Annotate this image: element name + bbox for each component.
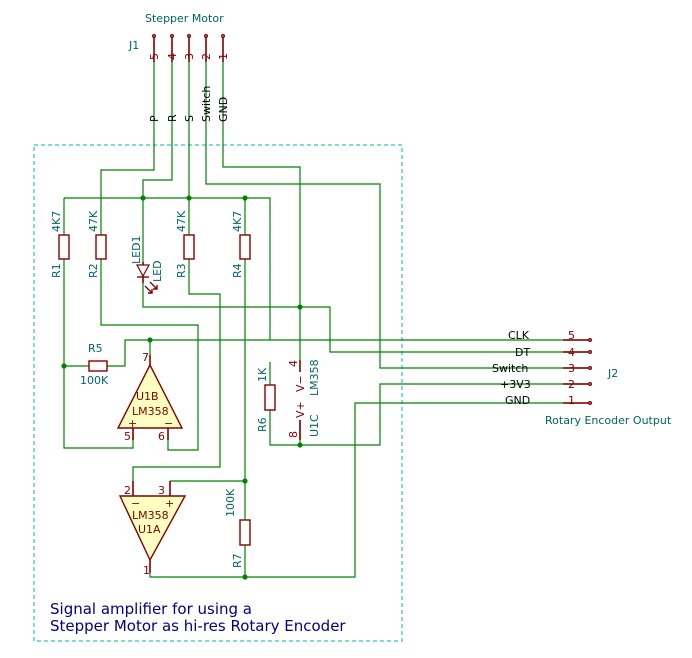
resistor-r3: R3 47K xyxy=(175,210,195,278)
j1-pin-label-p: P xyxy=(148,115,161,122)
r5-value: 100K xyxy=(80,374,109,387)
j2-pin-label-switch: Switch xyxy=(492,362,528,375)
led-diode: LED1 LED xyxy=(130,235,164,294)
j1-pin-label-s: S xyxy=(183,115,196,122)
r2-value: 47K xyxy=(87,210,100,232)
u1c-vplus-label: V+ xyxy=(294,401,307,418)
u1c-pin-8: 8 xyxy=(287,431,300,438)
u1c-vminus-label: V− xyxy=(294,375,307,392)
j1-pin-number-2: 2 xyxy=(200,53,213,60)
resistor-r1: R1 4K7 xyxy=(50,211,70,278)
j1-ref: J1 xyxy=(128,39,139,52)
r5-ref: R5 xyxy=(88,342,103,355)
j2-pin-label-gnd: GND xyxy=(505,394,530,407)
u1a-plus-sign: + xyxy=(165,497,174,510)
u1a-value: LM358 xyxy=(132,509,169,522)
r1-ref: R1 xyxy=(50,263,63,278)
resistor-r6: R6 1K xyxy=(256,367,276,432)
j1-pin-label-switch: Switch xyxy=(200,86,213,122)
r4-value: 4K7 xyxy=(231,211,244,232)
r4-ref: R4 xyxy=(231,263,244,278)
r3-value: 47K xyxy=(175,210,188,232)
u1a-pin-3: 3 xyxy=(158,484,165,497)
j2-pin-label-clk: CLK xyxy=(508,329,530,342)
circuit-outline-box xyxy=(33,144,403,642)
r3-ref: R3 xyxy=(175,263,188,278)
j2-ref: J2 xyxy=(607,367,618,380)
j2-pin-number-3: 3 xyxy=(568,362,575,375)
r7-ref: R7 xyxy=(231,553,244,568)
u1a-ref: U1A xyxy=(138,523,161,536)
u1b-minus-sign: − xyxy=(164,417,173,430)
connector-j2: CLK DT Switch +3V3 GND 5 4 3 2 1 J2 Rota… xyxy=(492,329,672,427)
connector-j1: Stepper Motor J1 5 4 3 2 1 P R S Switch … xyxy=(128,12,230,122)
opamp-u1c-power: 4 V− V+ 8 LM358 U1C xyxy=(287,359,321,440)
wires xyxy=(63,62,590,578)
resistor-r7: R7 100K xyxy=(224,488,251,568)
opamp-u1b: U1B LM358 + − 7 5 6 xyxy=(116,351,184,443)
u1c-ref: U1C xyxy=(308,414,321,437)
j2-pin-number-4: 4 xyxy=(568,346,575,359)
u1b-pin-6: 6 xyxy=(158,430,165,443)
j1-pin-number-5: 5 xyxy=(148,53,161,60)
j2-pin-label-3v3: +3V3 xyxy=(500,378,531,391)
u1a-pin-2: 2 xyxy=(124,484,131,497)
j1-pin-number-4: 4 xyxy=(166,53,179,60)
r6-ref: R6 xyxy=(256,417,269,432)
u1b-ref: U1B xyxy=(136,390,159,403)
opamp-u1a: − + LM358 U1A 2 3 1 xyxy=(118,481,187,577)
r2-ref: R2 xyxy=(87,263,100,278)
u1b-value: LM358 xyxy=(132,405,169,418)
resistor-r2: R2 47K xyxy=(87,210,107,278)
note-line-2: Stepper Motor as hi-res Rotary Encoder xyxy=(50,617,346,635)
j2-pin-number-1: 1 xyxy=(568,394,575,407)
j2-pin-number-2: 2 xyxy=(568,378,575,391)
j1-value: Stepper Motor xyxy=(145,12,224,25)
led-ref: LED1 xyxy=(130,235,143,264)
u1b-pin-7: 7 xyxy=(142,351,149,364)
junctions xyxy=(61,195,303,580)
j2-pin-number-5: 5 xyxy=(568,329,575,342)
j1-pins xyxy=(151,34,225,62)
u1b-plus-sign: + xyxy=(128,417,137,430)
u1c-pin-4: 4 xyxy=(287,360,300,367)
led-value: LED xyxy=(151,260,164,282)
j1-pin-number-3: 3 xyxy=(183,53,196,60)
u1b-pin-5: 5 xyxy=(124,430,131,443)
r7-value: 100K xyxy=(224,488,237,517)
u1a-pin-1: 1 xyxy=(143,564,150,577)
j2-value: Rotary Encoder Output xyxy=(545,414,672,427)
u1a-minus-sign: − xyxy=(131,497,140,510)
resistor-r4: R4 4K7 xyxy=(231,211,251,278)
j1-pin-label-r: R xyxy=(166,114,179,122)
resistor-r5: R5 100K xyxy=(80,342,109,387)
u1c-value: LM358 xyxy=(308,359,321,396)
r1-value: 4K7 xyxy=(50,211,63,232)
j1-pin-number-1: 1 xyxy=(217,53,230,60)
j2-pin-label-dt: DT xyxy=(515,346,530,359)
j1-pin-label-gnd: GND xyxy=(217,97,230,122)
note-line-1: Signal amplifier for using a xyxy=(50,600,252,618)
r6-value: 1K xyxy=(256,367,269,382)
